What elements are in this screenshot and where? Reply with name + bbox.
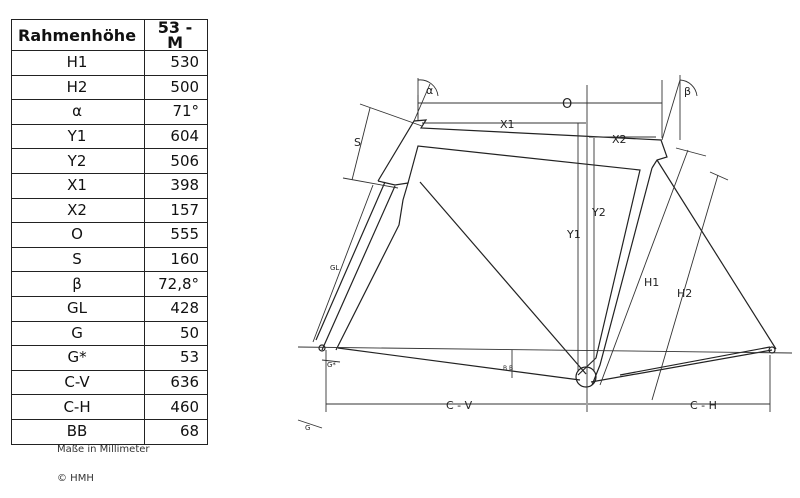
param-value: 555 xyxy=(144,222,209,248)
beta-arc xyxy=(679,79,698,97)
label-GL: GL xyxy=(330,264,339,272)
dimension-labels: α β O X1 X2 S Y1 Y2 H1 H2 GL G G* B B C … xyxy=(305,84,717,432)
fork-blade-front xyxy=(321,185,396,351)
dim-GL-line xyxy=(312,184,374,343)
param-value: 428 xyxy=(144,295,209,322)
units-note: Maße in Millimeter xyxy=(57,444,150,455)
param-name: H1 xyxy=(10,50,146,76)
param-value: 460 xyxy=(144,394,209,420)
param-name: C-V xyxy=(10,369,146,396)
label-G: G xyxy=(305,424,310,432)
dim-H1-line xyxy=(599,149,689,386)
dim-H2-line xyxy=(651,174,719,401)
param-value: 530 xyxy=(144,50,209,76)
label-alpha: α xyxy=(426,84,433,97)
table-header-row: Rahmenhöhe 53 - M xyxy=(10,19,209,51)
alpha-axis xyxy=(413,83,431,122)
head-tube-outline xyxy=(377,119,668,182)
down-tube-inner xyxy=(407,145,641,376)
label-Y2: Y2 xyxy=(591,206,606,219)
copyright-note: © HMH xyxy=(57,473,94,484)
dim-Gstar-tick xyxy=(321,359,341,363)
param-value: 157 xyxy=(144,197,209,224)
label-G-star: G* xyxy=(327,361,336,369)
param-name: X2 xyxy=(10,197,146,224)
param-name: G* xyxy=(10,345,146,371)
param-value: 604 xyxy=(144,123,209,150)
param-name: O xyxy=(10,222,146,248)
param-name: C-H xyxy=(10,394,146,420)
dim-S-tick-top xyxy=(359,103,423,127)
chain-stay-upper xyxy=(619,346,771,376)
label-beta: β xyxy=(684,85,691,98)
param-name: S xyxy=(10,246,146,273)
chain-stay xyxy=(590,349,773,383)
dim-H2-tick xyxy=(709,171,729,181)
seat-stay xyxy=(656,159,777,350)
label-H1: H1 xyxy=(644,276,659,289)
param-name: α xyxy=(10,99,146,125)
param-value: 398 xyxy=(144,172,209,199)
header-size-value: 53 - M xyxy=(144,19,209,51)
label-H2: H2 xyxy=(677,287,692,300)
label-CH: C - H xyxy=(690,399,717,412)
label-S: S xyxy=(354,136,361,149)
fork-blade-rear xyxy=(315,181,386,341)
alpha-arc xyxy=(417,79,439,97)
label-Y1: Y1 xyxy=(566,228,581,241)
beta-axis xyxy=(661,79,681,141)
dim-S-tick-bottom xyxy=(342,177,399,189)
param-value: 68 xyxy=(144,418,209,445)
param-value: 53 xyxy=(144,345,209,371)
label-X2: X2 xyxy=(612,133,627,146)
fork-to-bb xyxy=(337,347,581,381)
bottom-bracket-shell xyxy=(575,366,597,388)
dim-H1-tick xyxy=(675,147,707,157)
frame-outline xyxy=(315,119,777,388)
seat-tube-outline xyxy=(591,167,653,386)
down-tube-lower xyxy=(419,181,587,375)
down-tube-outline xyxy=(335,180,409,351)
label-X1: X1 xyxy=(500,118,515,131)
dimension-lines xyxy=(297,75,793,429)
param-value: 506 xyxy=(144,148,209,174)
label-BB: B B xyxy=(503,365,513,372)
label-CV: C - V xyxy=(446,399,473,412)
axle-baseline xyxy=(297,346,793,354)
front-axle xyxy=(318,344,326,352)
param-value: 71° xyxy=(144,99,209,125)
param-name: BB xyxy=(10,418,146,445)
dim-S-line xyxy=(351,107,371,181)
table-row: G*53 xyxy=(10,345,209,371)
param-value: 636 xyxy=(144,369,209,396)
label-O: O xyxy=(562,97,572,112)
header-frame-size-label: Rahmenhöhe xyxy=(10,19,146,51)
dim-G-line xyxy=(297,419,323,429)
